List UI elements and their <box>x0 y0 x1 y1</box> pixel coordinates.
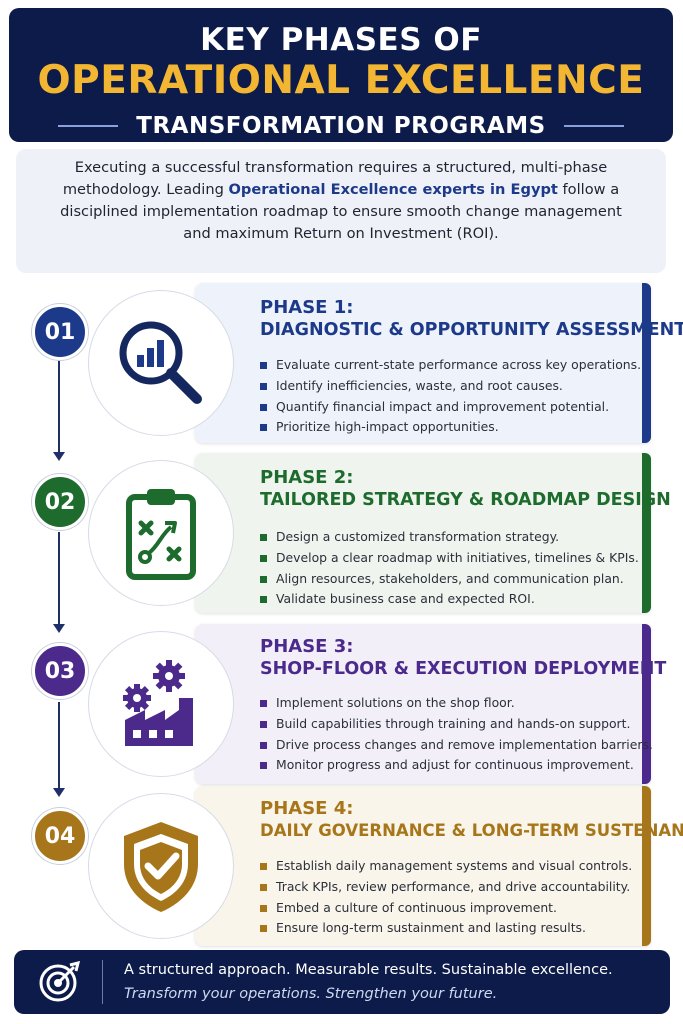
list-item: Implement solutions on the shop floor. <box>260 693 653 714</box>
header-banner: KEY PHASES OF OPERATIONAL EXCELLENCE TRA… <box>9 8 673 142</box>
list-item: Align resources, stakeholders, and commu… <box>260 569 639 590</box>
phase-icon-circle <box>88 290 234 436</box>
phase-icon-circle <box>88 460 234 606</box>
phase-card <box>195 786 651 946</box>
phase-icon-circle <box>88 793 234 939</box>
list-item: Develop a clear roadmap with initiatives… <box>260 548 639 569</box>
magnifier-chart-icon <box>119 321 202 404</box>
list-item: Monitor progress and adjust for continuo… <box>260 755 653 776</box>
footer-tagline: A structured approach. Measurable result… <box>124 962 613 978</box>
list-item: Prioritize high-impact opportunities. <box>260 417 641 438</box>
list-item: Embed a culture of continuous improvemen… <box>260 898 632 919</box>
title-line-3-row: TRANSFORMATION PROGRAMS <box>9 111 673 141</box>
phase-subtitle: DAILY GOVERNANCE & LONG-TERM SUSTENANCE <box>260 821 683 840</box>
list-item: Drive process changes and remove impleme… <box>260 735 653 756</box>
list-item: Design a customized transformation strat… <box>260 527 639 548</box>
timeline-connector-3 <box>58 702 60 788</box>
list-item: Track KPIs, review performance, and driv… <box>260 877 632 898</box>
phase-subtitle: DIAGNOSTIC & OPPORTUNITY ASSESSMENT <box>260 320 683 340</box>
phase-number-badge: 01 <box>32 304 88 360</box>
timeline-arrow-1 <box>53 452 65 461</box>
title-line-2: OPERATIONAL EXCELLENCE <box>37 58 645 103</box>
phase-title: PHASE 3: <box>260 636 354 657</box>
phase-number-badge: 04 <box>32 808 88 864</box>
list-item: Evaluate current-state performance acros… <box>260 355 641 376</box>
list-item: Identify inefficiencies, waste, and root… <box>260 376 641 397</box>
list-item: Build capabilities through training and … <box>260 714 653 735</box>
list-item: Establish daily management systems and v… <box>260 856 632 877</box>
title-rule-left <box>58 125 119 127</box>
phase-bullets: Implement solutions on the shop floor. B… <box>260 693 653 776</box>
phase-number-badge: 02 <box>32 474 88 530</box>
title-line-1: KEY PHASES OF <box>200 22 482 58</box>
phase-2: 02 PHASE 2: TAILORED STRATEGY & ROADMAP … <box>0 453 683 613</box>
timeline-arrow-2 <box>53 624 65 633</box>
phase-bullets: Design a customized transformation strat… <box>260 527 639 610</box>
phase-bullets: Evaluate current-state performance acros… <box>260 355 641 438</box>
footer-banner: A structured approach. Measurable result… <box>14 950 670 1014</box>
intro-text-2: follow a disciplined implementation road… <box>60 181 622 242</box>
list-item: Ensure long-term sustainment and lasting… <box>260 918 632 939</box>
title-line-3: TRANSFORMATION PROGRAMS <box>136 113 546 139</box>
intro-paragraph: Executing a successful transformation re… <box>16 149 666 273</box>
phase-1: 01 PHASE 1: DIAGNOSTIC & OPPORTUNITY ASS… <box>0 283 683 443</box>
phase-bullets: Establish daily management systems and v… <box>260 856 632 939</box>
title-rule-right <box>563 125 624 127</box>
phase-icon-circle <box>88 631 234 777</box>
phase-title: PHASE 4: <box>260 798 354 819</box>
phase-title: PHASE 1: <box>260 297 354 318</box>
phase-4: 04 PHASE 4: DAILY GOVERNANCE & LONG-TERM… <box>0 786 683 946</box>
list-item: Validate business case and expected ROI. <box>260 589 639 610</box>
timeline-connector-2 <box>58 532 60 624</box>
factory-gears-icon <box>123 660 193 746</box>
phase-3: 03 PHASE 3: SHOP-FLOOR & EXECUTION DEPLO… <box>0 624 683 784</box>
timeline-arrow-3 <box>53 788 65 797</box>
footer-divider <box>102 960 103 1004</box>
phase-number-badge: 03 <box>32 643 88 699</box>
clipboard-strategy-icon <box>126 489 196 580</box>
footer-subtagline: Transform your operations. Strengthen yo… <box>124 986 498 1002</box>
phase-subtitle: TAILORED STRATEGY & ROADMAP DESIGN <box>260 490 671 510</box>
phase-card <box>195 624 651 784</box>
shield-check-icon <box>124 822 198 912</box>
timeline-connector-1 <box>58 360 60 452</box>
phase-card <box>195 283 651 443</box>
phase-title: PHASE 2: <box>260 467 354 488</box>
phase-card <box>195 453 651 613</box>
intro-text-1: Executing a successful transformation re… <box>62 159 608 198</box>
list-item: Quantify financial impact and improvemen… <box>260 397 641 418</box>
phase-subtitle: SHOP-FLOOR & EXECUTION DEPLOYMENT <box>260 659 667 679</box>
intro-highlight: Operational Excellence experts in Egypt <box>228 181 558 198</box>
target-icon <box>39 961 80 1002</box>
